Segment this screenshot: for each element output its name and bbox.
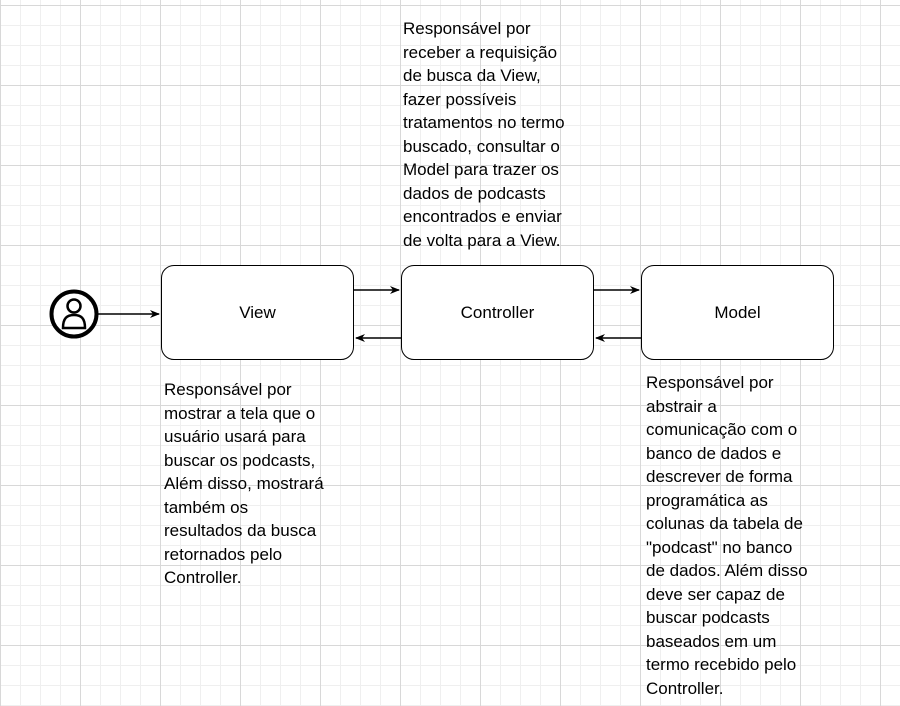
- model-description: Responsável por abstrair a comunicação c…: [646, 373, 808, 698]
- controller-description: Responsável por receber a requisição de …: [403, 19, 565, 250]
- model-node[interactable]: Model: [641, 265, 834, 360]
- view-node-label: View: [239, 302, 276, 322]
- view-node[interactable]: View: [161, 265, 354, 360]
- controller-node-label: Controller: [460, 302, 535, 322]
- user-icon[interactable]: [49, 289, 99, 339]
- model-node-label: Model: [714, 302, 761, 322]
- controller-node[interactable]: Controller: [401, 265, 594, 360]
- view-description: Responsável por mostrar a tela que o usu…: [164, 380, 324, 587]
